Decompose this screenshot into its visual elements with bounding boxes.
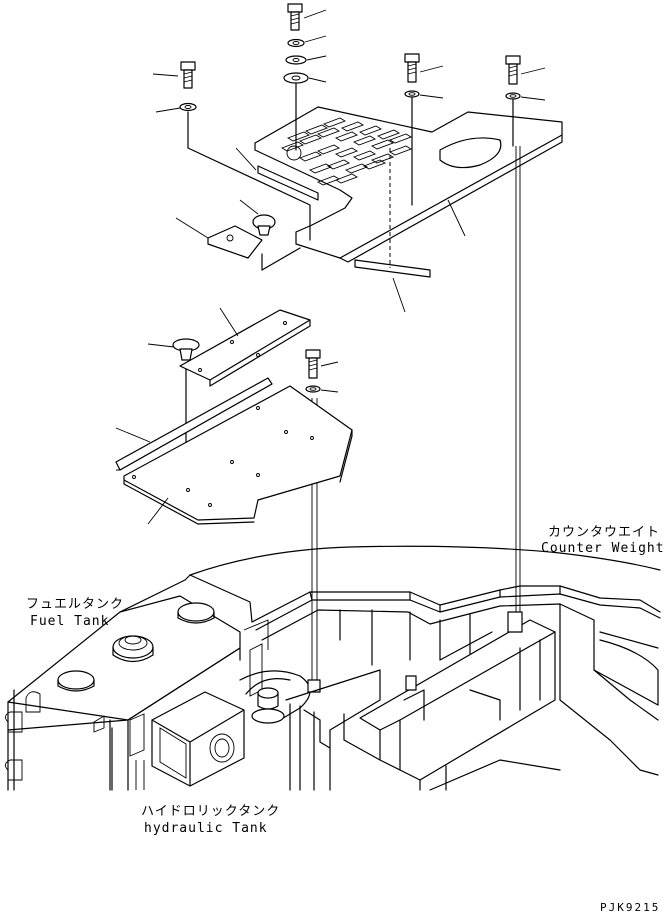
floor-cover-plate [123, 385, 353, 525]
access-cover-plate [179, 309, 311, 387]
washer-2 [285, 55, 307, 65]
seal-strip-left [257, 165, 319, 201]
seal-strip-right [354, 259, 431, 278]
bolt-5 [305, 349, 321, 379]
hydraulic-tank-label-jp: ハイドロリックタンク [141, 804, 281, 819]
fuel-tank-label-jp: フュエルタンク [26, 597, 125, 612]
machine-frame [119, 545, 661, 776]
fuel-tank-label-en: Fuel Tank [30, 614, 110, 629]
counterweight-label-en: Counter Weight [541, 541, 665, 556]
small-cover-plate [207, 225, 263, 259]
bolt-4 [505, 55, 521, 85]
washer-1 [287, 38, 305, 48]
fuel-filler-cap [112, 635, 154, 663]
counterweight-label-jp: カウンタウエイト [548, 525, 661, 540]
fuel-tank [5, 595, 269, 791]
bolt-1 [287, 3, 303, 31]
rubber-cap-middle [172, 338, 200, 361]
frame-post-left [285, 669, 381, 791]
bolt-3 [404, 53, 420, 83]
frame-crossbeam [343, 611, 561, 791]
seal-strip-long [115, 377, 273, 471]
washer-6 [505, 92, 521, 100]
washer-5 [404, 90, 420, 98]
drawing-code: PJK9215 [600, 901, 661, 914]
part-leaders-top [152, 9, 546, 313]
hydraulic-tank-label-en: hydraulic Tank [144, 821, 268, 836]
grille-slots [280, 117, 413, 186]
hydraulic-tank [129, 643, 311, 790]
part-leaders-middle [115, 307, 339, 525]
hydraulic-breather [251, 687, 285, 724]
washer-7 [305, 385, 321, 393]
washer-4 [179, 102, 197, 112]
rubber-cap-top [252, 214, 276, 236]
bolt-2 [180, 61, 196, 89]
top-cover-plate [254, 106, 563, 263]
washer-3 [283, 72, 309, 84]
